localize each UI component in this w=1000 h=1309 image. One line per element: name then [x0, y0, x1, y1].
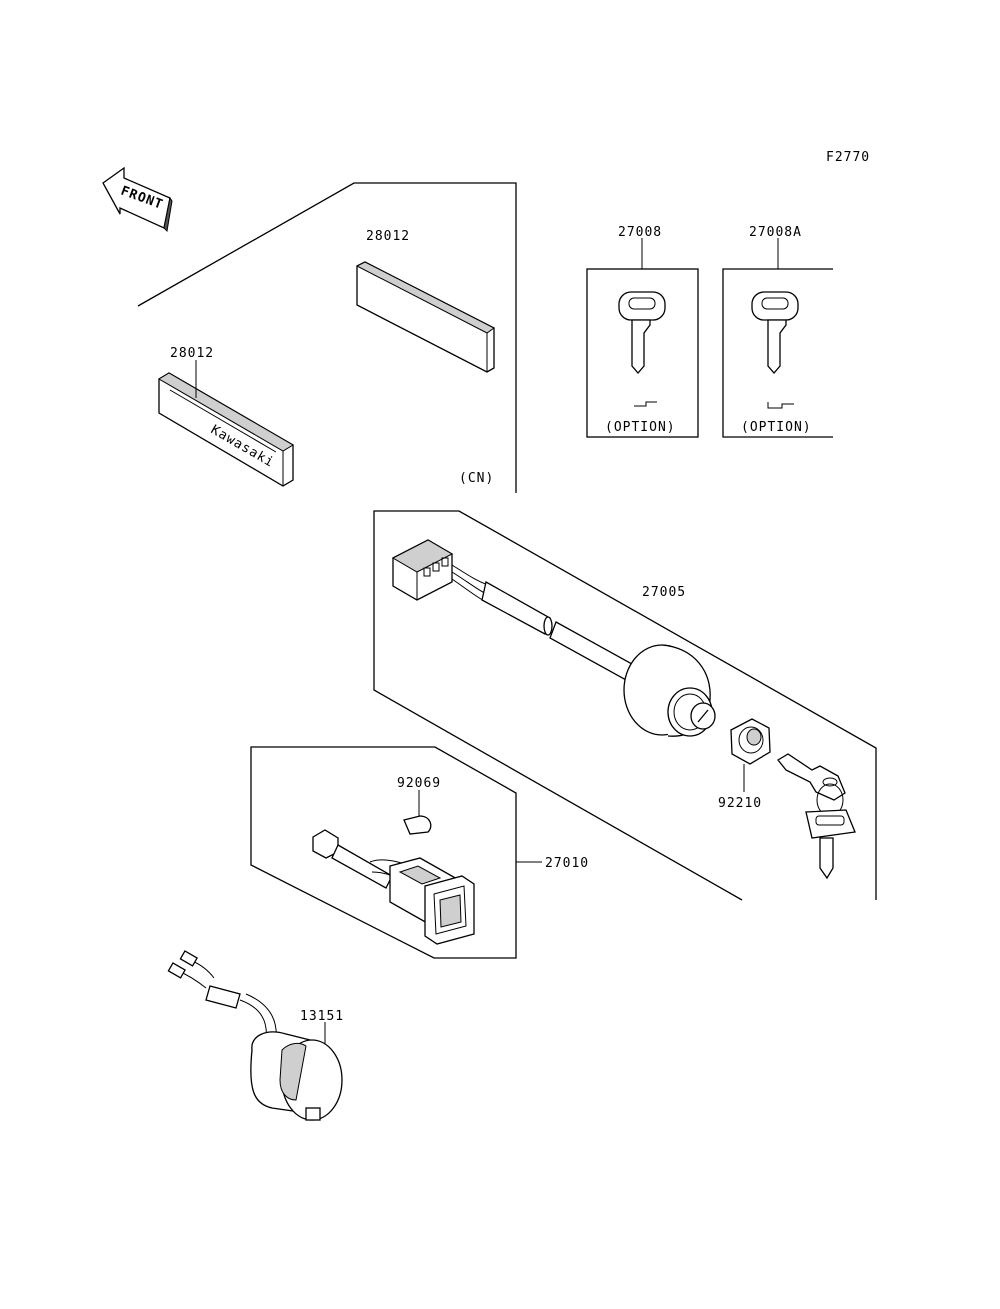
label-27010: 27010 — [545, 856, 589, 871]
label-option-2: (OPTION) — [741, 420, 812, 435]
ignition-switch-27005 — [391, 539, 716, 737]
label-27005: 27005 — [642, 585, 686, 600]
label-27008a: 27008A — [749, 225, 802, 240]
keys-set — [777, 753, 856, 880]
key-27008-box — [586, 238, 699, 438]
key-27008a-box — [722, 238, 833, 438]
part-13151 — [167, 950, 343, 1121]
nut-92210 — [730, 718, 771, 792]
switch-27010 — [312, 829, 475, 945]
emblem-28012-left: Kawasaki — [158, 372, 294, 487]
label-92069: 92069 — [397, 776, 441, 791]
ignition-panel-frame — [373, 510, 877, 901]
figure-id: F2770 — [826, 150, 870, 165]
emblem-panel-frame — [137, 182, 517, 493]
label-28012-left: 28012 — [170, 346, 214, 361]
switch-panel-frame — [250, 746, 542, 959]
label-cn: (CN) — [459, 471, 494, 486]
front-arrow-icon: FRONT — [102, 166, 173, 233]
label-13151: 13151 — [300, 1009, 344, 1024]
emblem-28012-top — [355, 261, 495, 373]
label-27008: 27008 — [618, 225, 662, 240]
label-28012-top: 28012 — [366, 229, 410, 244]
label-92210: 92210 — [718, 796, 762, 811]
bulb-92069 — [403, 790, 432, 835]
label-option-1: (OPTION) — [605, 420, 676, 435]
